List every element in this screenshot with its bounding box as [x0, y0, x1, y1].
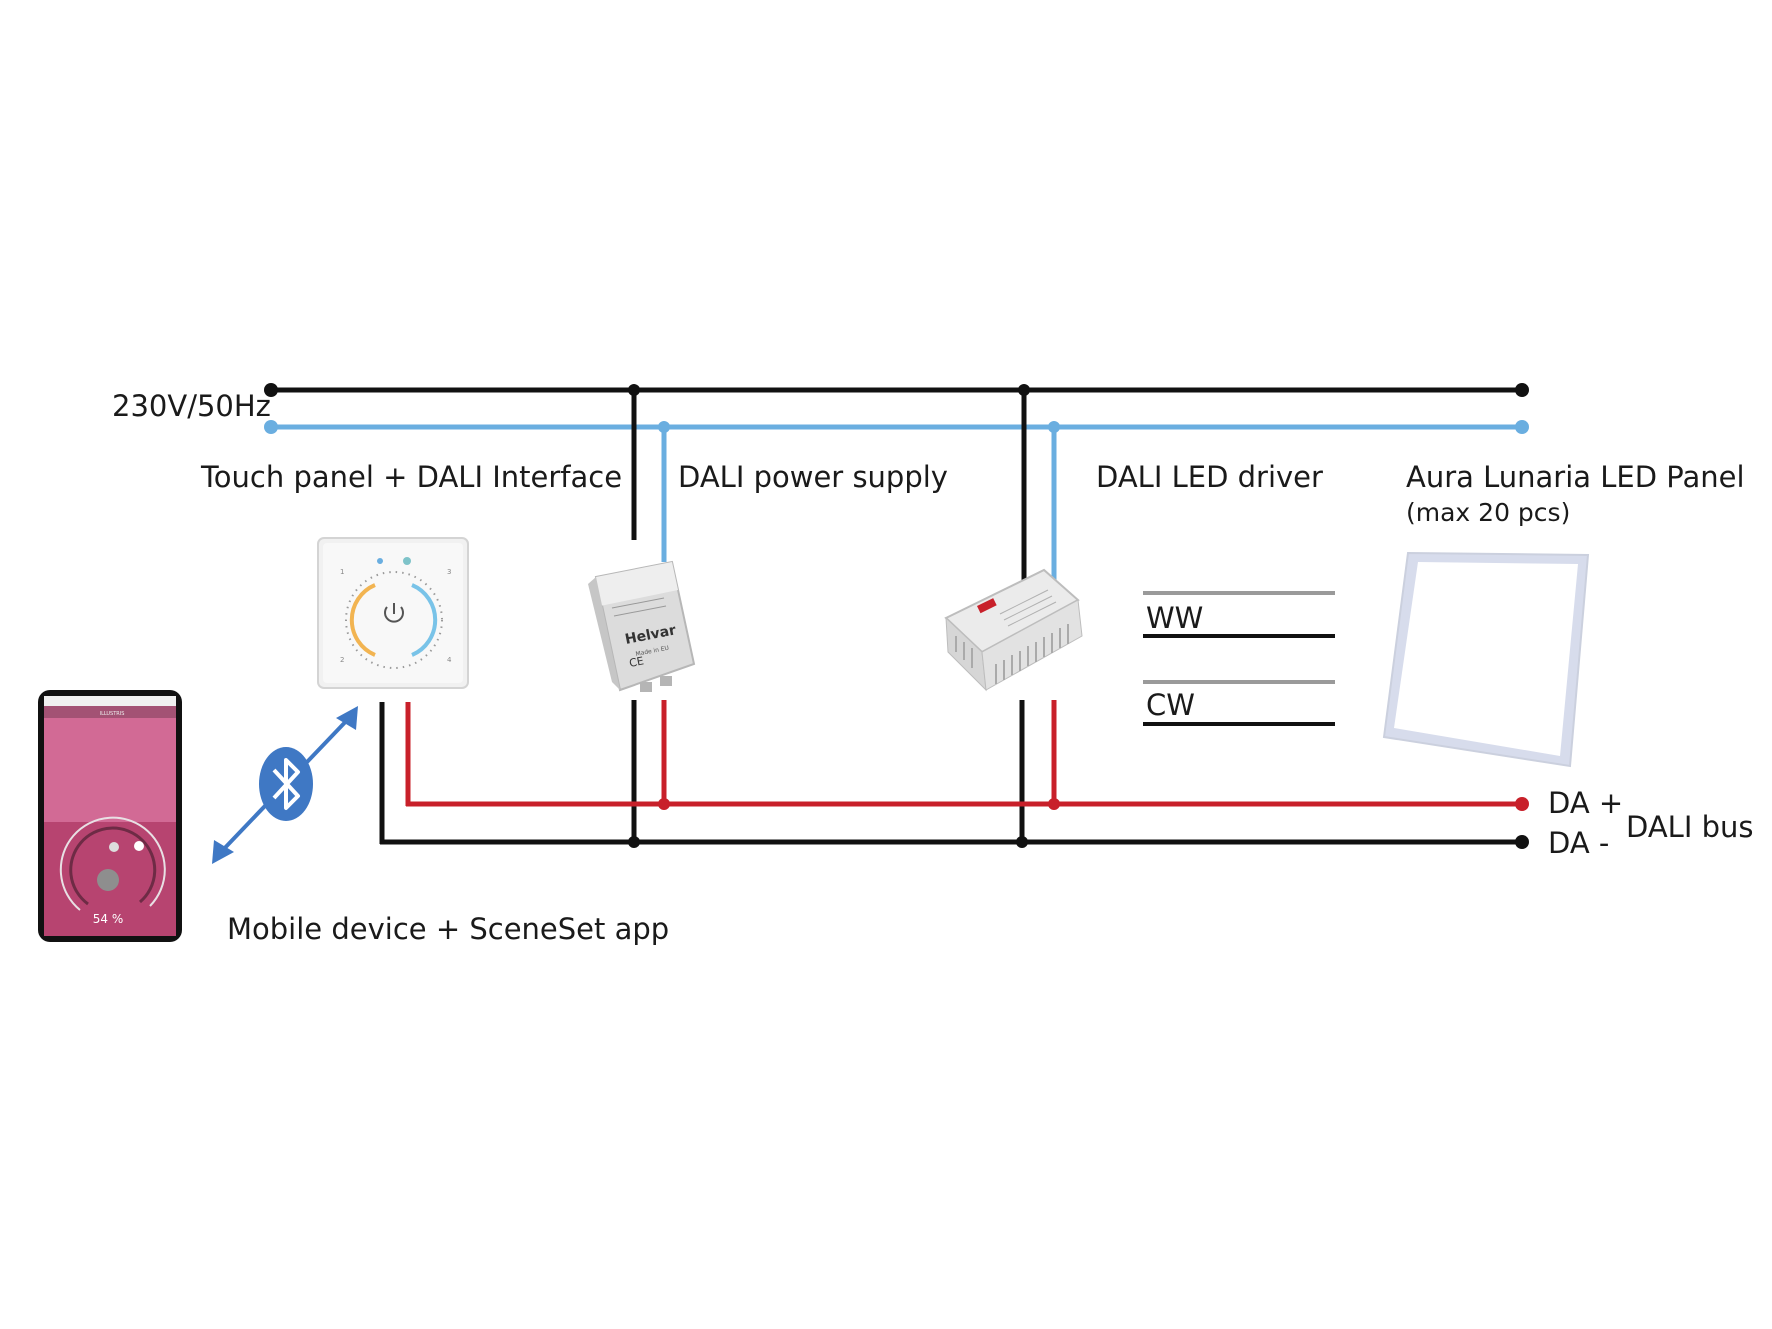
led-driver-label: DALI LED driver — [1096, 460, 1323, 494]
touch-panel-device: 1 3 2 4 — [317, 537, 469, 689]
live-end-dot — [1515, 383, 1529, 397]
driver-live-junction — [1018, 384, 1030, 396]
ww-label: WW — [1146, 601, 1204, 635]
mains-label: 230V/50Hz — [112, 389, 271, 423]
da-minus-label: DA - — [1548, 826, 1610, 860]
touch-panel-label: Touch panel + DALI Interface — [201, 460, 623, 494]
touchpanel-wiring — [379, 702, 411, 844]
phone-percentage: 54 % — [93, 912, 124, 926]
psu-wiring — [628, 384, 670, 842]
live-start-dot — [264, 383, 278, 397]
psu-live-junction — [628, 384, 640, 396]
driver-wiring — [1018, 384, 1060, 842]
dali-power-supply-device: Helvar Made in EU CE — [588, 560, 696, 692]
dali-bus-label: DALI bus — [1626, 810, 1754, 844]
led-panel-label: Aura Lunaria LED Panel — [1406, 460, 1745, 494]
mobile-label: Mobile device + SceneSet app — [227, 912, 670, 946]
neutral-end-dot — [1515, 420, 1529, 434]
driver-neutral-junction — [1048, 421, 1060, 433]
sun-icon — [377, 558, 383, 564]
mains-wiring — [264, 383, 1529, 434]
led-outputs — [1143, 591, 1335, 726]
phone-app-title: ILLUSTRIS — [100, 711, 125, 717]
dali-bus — [380, 797, 1529, 849]
psu-neutral-junction — [658, 421, 670, 433]
color-toggle-icon — [403, 557, 411, 565]
da-minus-end-dot — [1515, 835, 1529, 849]
button-number-1: 1 — [340, 568, 344, 576]
psu-ce-mark: CE — [628, 654, 645, 670]
bluetooth-icon — [259, 747, 313, 821]
bluetooth-link — [212, 706, 358, 864]
led-panel-note: (max 20 pcs) — [1406, 498, 1571, 527]
mobile-device: ILLUSTRIS 54 % — [38, 690, 182, 942]
cw-label: CW — [1146, 688, 1195, 722]
dali-led-driver-device — [944, 568, 1083, 692]
led-panel-device — [1382, 551, 1590, 768]
power-icon — [384, 603, 404, 623]
button-number-2: 2 — [340, 656, 344, 664]
da-plus-end-dot — [1515, 797, 1529, 811]
neutral-start-dot — [264, 420, 278, 434]
button-number-3: 3 — [447, 568, 451, 576]
da-plus-label: DA + — [1548, 786, 1624, 820]
button-number-4: 4 — [447, 656, 452, 664]
power-supply-label: DALI power supply — [678, 460, 948, 494]
